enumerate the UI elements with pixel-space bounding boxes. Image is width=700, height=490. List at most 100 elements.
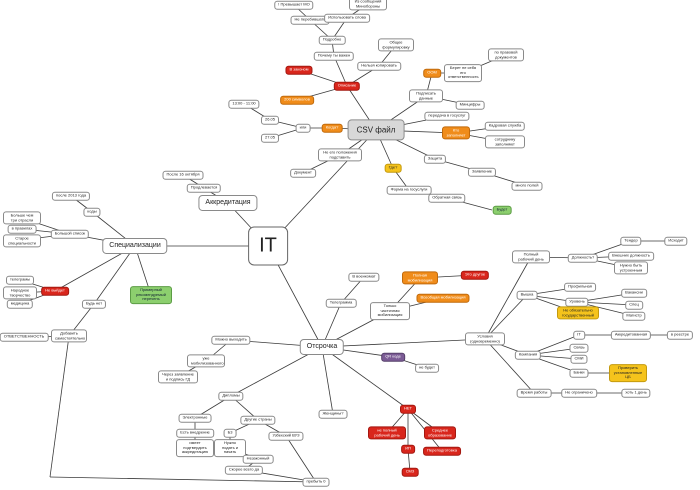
node-nelzya[interactable]: Нельзя копировать <box>357 61 401 71</box>
node-posle-2013[interactable]: после 2013 года <box>51 191 91 201</box>
node-kadrovaya[interactable]: Кадровая служба <box>484 121 526 131</box>
node-otvetstvennost[interactable]: ОТВЕТСТВЕННОСТЬ <box>0 332 49 342</box>
node-ne-obyazatelno[interactable]: Не обязательно государственный <box>557 306 599 320</box>
node-ne-polnyy[interactable]: не полный рабочий день <box>368 426 406 440</box>
node-podrobno[interactable]: Подробно <box>318 35 346 45</box>
node-mozhno[interactable]: Можно выходить <box>211 335 251 345</box>
node-neshanniy[interactable]: Незаконный <box>242 454 274 464</box>
node-tolko[interactable]: Только частичная мобилизация <box>370 302 410 320</box>
node-ip[interactable]: ИП <box>401 444 415 454</box>
node-peredat[interactable]: передача в госуслуг <box>424 111 470 121</box>
node-bolshoy-spisok[interactable]: Большой список <box>50 229 90 239</box>
node-posle-16[interactable]: После 16 октября <box>162 170 204 180</box>
node-polnyy[interactable]: Полный рабочий день <box>512 250 550 264</box>
node-v-reestre[interactable]: в реестре <box>666 330 694 340</box>
node-oom[interactable]: ООМ <box>423 68 441 78</box>
node-pere[interactable]: Переподготовка <box>423 446 461 456</box>
node-vneshnih[interactable]: Внешних должность <box>608 251 654 261</box>
node-staroe[interactable]: Старое специальности <box>3 234 41 248</box>
node-budu-net[interactable]: Будь нет <box>81 299 107 309</box>
node-zhenshchiny[interactable]: Женщины? <box>318 409 348 419</box>
node-v-zakonom[interactable]: В законом <box>285 65 313 75</box>
node-spec[interactable]: Спец <box>625 300 643 310</box>
node-ili[interactable]: или <box>295 123 311 133</box>
node-bolshe-chem[interactable]: Больше чем три отрасли <box>3 211 41 225</box>
node-usloviya[interactable]: Условия (одновременно) <box>465 332 505 346</box>
node-v-pravilakh[interactable]: в правилах <box>7 224 37 234</box>
node-kogda[interactable]: Когда? <box>321 123 343 133</box>
node-akkreditovannaya[interactable]: Аккредитованная <box>610 330 652 340</box>
central-node-it[interactable]: IT <box>248 226 288 266</box>
node-pochemu-vazhen[interactable]: Почему ты важен <box>313 51 355 61</box>
node-gde[interactable]: Где? <box>384 163 402 173</box>
node-ne-menee[interactable]: хоть 1 день <box>621 388 651 398</box>
node-imeet[interactable]: имеет подтвердить аккредитацию <box>176 439 214 457</box>
node-vyshka[interactable]: Вышка <box>516 290 538 300</box>
node-prebyt[interactable]: пребыть 0 <box>302 477 330 487</box>
node-obratnaya[interactable]: Обратная связь <box>428 193 466 203</box>
node-ne-budet[interactable]: не будет <box>415 363 439 373</box>
node-telegrama[interactable]: Телеграмма <box>325 298 357 308</box>
node-berut[interactable]: Берет не себя его ответственность <box>444 64 482 82</box>
node-obshee[interactable]: Общее формулировку <box>378 38 414 52</box>
node-ne-vydet[interactable]: Не выйдет <box>41 286 69 296</box>
node-srednee[interactable]: Среднее образование <box>424 426 456 440</box>
node-200-simvolov[interactable]: 200 символов <box>280 95 314 105</box>
node-elektronnye[interactable]: Электронные <box>178 413 212 423</box>
node-po-pravovoy[interactable]: по правовой документов <box>488 48 524 62</box>
hub-akkreditaciya[interactable]: Аккредитация <box>198 194 258 212</box>
node-medicina[interactable]: медицина <box>6 299 34 309</box>
node-vseobshaya[interactable]: Всеобщая мобилизация <box>416 293 470 303</box>
node-vremya-raboty[interactable]: Время работы <box>516 388 552 398</box>
node-time-range[interactable]: 13:00 - 11:00 <box>228 99 260 109</box>
node-opisanie[interactable]: Описание <box>333 81 361 91</box>
node-zapreshen[interactable]: ! Превышает МО <box>274 0 314 10</box>
node-kody[interactable]: коды <box>83 207 101 217</box>
node-date-2605[interactable]: 26.05 <box>260 115 280 125</box>
node-uzhe[interactable]: уже мобилизованного <box>187 354 225 368</box>
node-budet[interactable]: Будет <box>492 205 512 215</box>
node-minceft[interactable]: Минцифры <box>455 100 485 110</box>
node-dokument[interactable]: Документ <box>290 168 316 178</box>
node-qr[interactable]: QR коде <box>381 352 405 362</box>
node-mnogo[interactable]: много полей <box>511 181 543 191</box>
node-smz[interactable]: СМЗ <box>401 467 419 477</box>
node-nuzhno-byt[interactable]: Нужно быть устроенным <box>614 261 648 275</box>
node-ispolzovat-slova[interactable]: Использовать слова <box>324 13 370 23</box>
node-narodnoe[interactable]: Народное творчество <box>3 286 37 300</box>
hub-specializacii[interactable]: Специализации <box>102 237 168 255</box>
node-it-kompaniya[interactable]: IT <box>573 330 585 340</box>
node-sotrudnik[interactable]: сотруднику заполняют <box>485 135 525 149</box>
node-dolzhnost[interactable]: Должность? <box>567 253 599 263</box>
node-kompaniya[interactable]: Компания <box>514 350 542 360</box>
node-uzbekskiy[interactable]: Узбекский ВУЗ <box>268 431 304 441</box>
node-smi[interactable]: СМИ <box>570 354 588 364</box>
node-uroven[interactable]: Уровень <box>565 297 589 307</box>
node-drugie-strany[interactable]: Другие страны <box>240 415 276 425</box>
node-est-vnedrenie[interactable]: Есть внедрение <box>176 428 214 438</box>
node-zaschita[interactable]: Защита <box>423 154 447 164</box>
node-iz-soobsheniy[interactable]: Из сообщений Минобороны <box>349 0 387 11</box>
node-ishodit[interactable]: Исходит <box>664 236 688 246</box>
node-svyaz[interactable]: Связь <box>569 343 589 353</box>
node-forma[interactable]: Форма на госуслуги <box>386 185 432 195</box>
node-date-2705[interactable]: 27.05 <box>260 133 280 143</box>
node-dobavit[interactable]: Добавить самостоятельно <box>51 329 87 343</box>
hub-otsrochka[interactable]: Отсрочка <box>299 338 345 356</box>
node-ne-ogranicheno[interactable]: Не ограничено <box>561 388 597 398</box>
node-ne-ego[interactable]: Не его положения подставить <box>318 148 362 162</box>
node-prodlevaetsya[interactable]: Продлевается <box>186 183 222 193</box>
node-zayavleniye[interactable]: Заявление <box>467 167 497 177</box>
node-net[interactable]: НЕТ <box>400 404 416 414</box>
node-magistr[interactable]: Магистр <box>622 311 646 321</box>
hub-csv-file[interactable]: CSV файл <box>347 119 405 141</box>
node-telecom[interactable]: телеграмы <box>6 275 34 285</box>
node-b3[interactable]: Б3 <box>223 428 237 438</box>
node-kto-zapolnyaet[interactable]: Кто заполняет <box>442 126 470 140</box>
node-tender[interactable]: Тендер <box>620 236 642 246</box>
node-diplomy[interactable]: Дипломы <box>218 391 244 401</box>
node-cherez[interactable]: Через заявление и подпись ГД <box>158 370 198 384</box>
node-profilnaya[interactable]: Профильная <box>564 282 596 292</box>
node-eto-drugoe[interactable]: Это другое <box>460 270 490 280</box>
node-nuzhno[interactable]: Нужно подать и начать <box>214 439 246 457</box>
